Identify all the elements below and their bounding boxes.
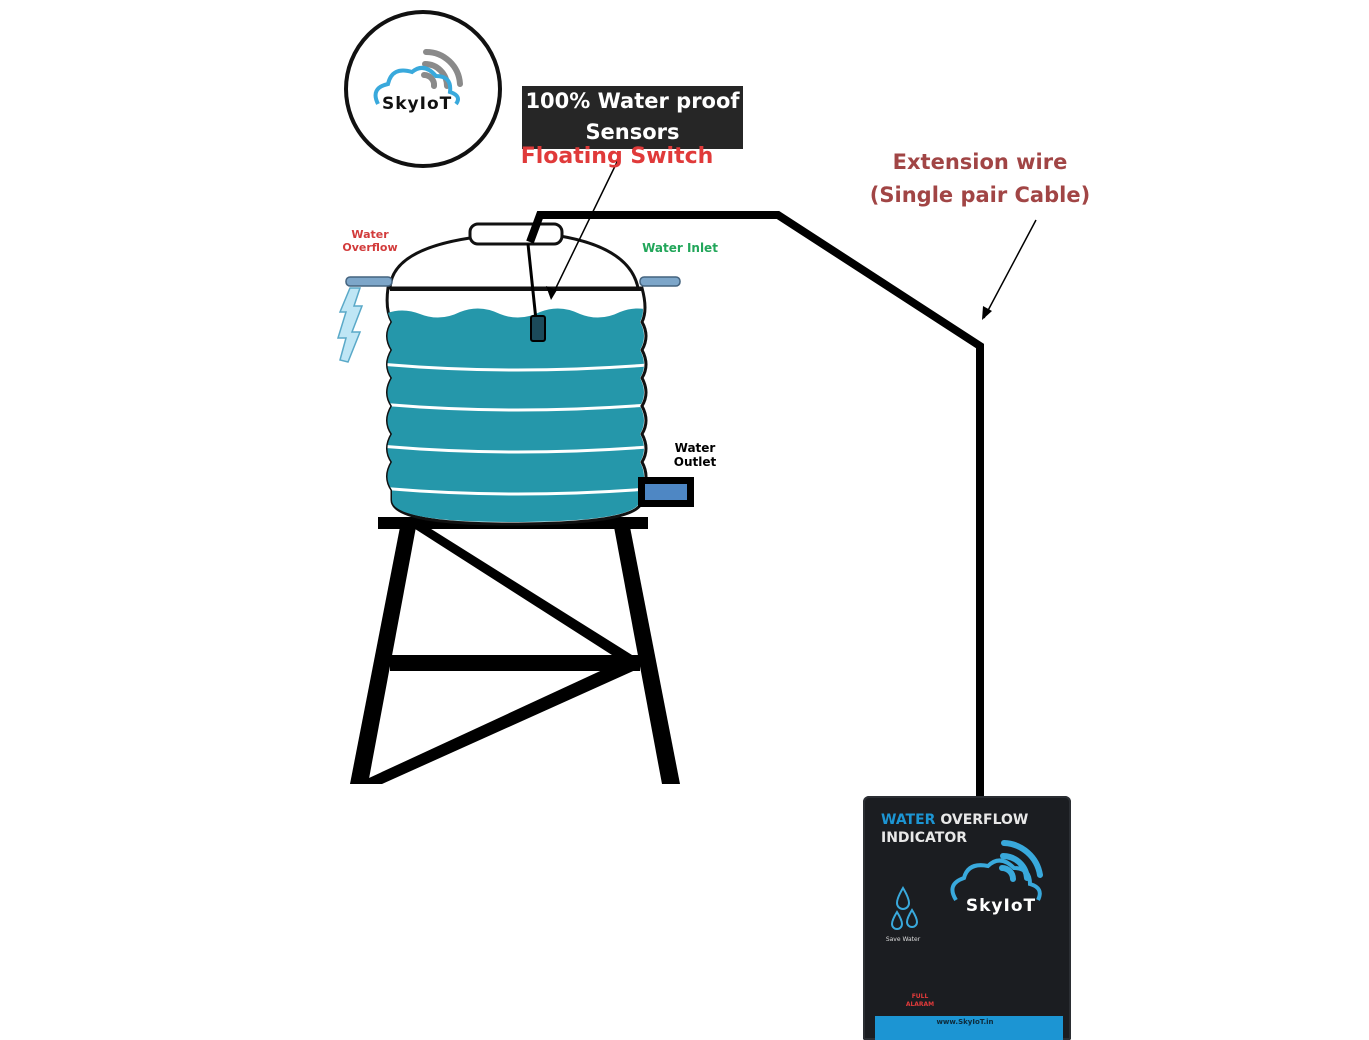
logo-overlay (373, 48, 463, 106)
overflow-spill (336, 287, 364, 363)
device-full-line2: ALARAM (905, 1001, 935, 1008)
inlet-pipe (639, 276, 681, 287)
overflow-label-line1: Water (351, 228, 389, 241)
outlet-label-line2: Outlet (673, 454, 717, 469)
logo-brand-text: SkyIoT (382, 94, 453, 114)
sensor-label-line1: 100% Water proof (525, 89, 740, 113)
extension-wire-label: Extension wire (Single pair Cable) (855, 146, 1105, 212)
sensor-arrow (546, 159, 619, 300)
device-stripe (875, 1016, 1063, 1040)
device-save-water: Save Water (885, 936, 921, 943)
sensor-label-line2: Sensors (585, 120, 680, 144)
device-brand: SkyIoT (965, 896, 1037, 916)
water-overflow-label: Water Overflow (335, 228, 405, 254)
overflow-indicator-device (863, 796, 1071, 1040)
floating-switch-sensor (526, 243, 546, 342)
water-fill (387, 308, 644, 522)
skyiot-logo (344, 10, 502, 168)
extension-arrow (982, 219, 1037, 320)
extension-label-line1: Extension wire (892, 150, 1068, 174)
water-inlet-label: Water Inlet (642, 241, 718, 255)
device-website: www.SkyIoT.in (936, 1018, 994, 1026)
tank-stand (350, 517, 680, 784)
overflow-pipe (336, 276, 393, 363)
floating-switch-label: Floating Switch (520, 144, 714, 169)
device-full-line1: FULL (911, 993, 929, 1000)
waterproof-sensor-label: 100% Water proof Sensors (522, 86, 743, 149)
outlet-pipe (638, 477, 694, 507)
device-title-line2: INDICATOR (881, 830, 968, 846)
device-icons (890, 840, 1043, 930)
water-tank (385, 222, 648, 526)
outlet-label-line1: Water (674, 441, 716, 455)
extension-cable (526, 211, 984, 796)
water-outlet-label: Water Outlet (664, 441, 726, 470)
device-title-word1: WATER (881, 812, 936, 828)
overflow-label-line2: Overflow (342, 240, 398, 254)
device-full-alarm: FULL ALARAM (898, 993, 942, 1009)
device-title-word2: OVERFLOW (940, 812, 1029, 828)
device-title: WATER OVERFLOW INDICATOR (881, 811, 1028, 847)
extension-label-line2: (Single pair Cable) (869, 183, 1091, 207)
